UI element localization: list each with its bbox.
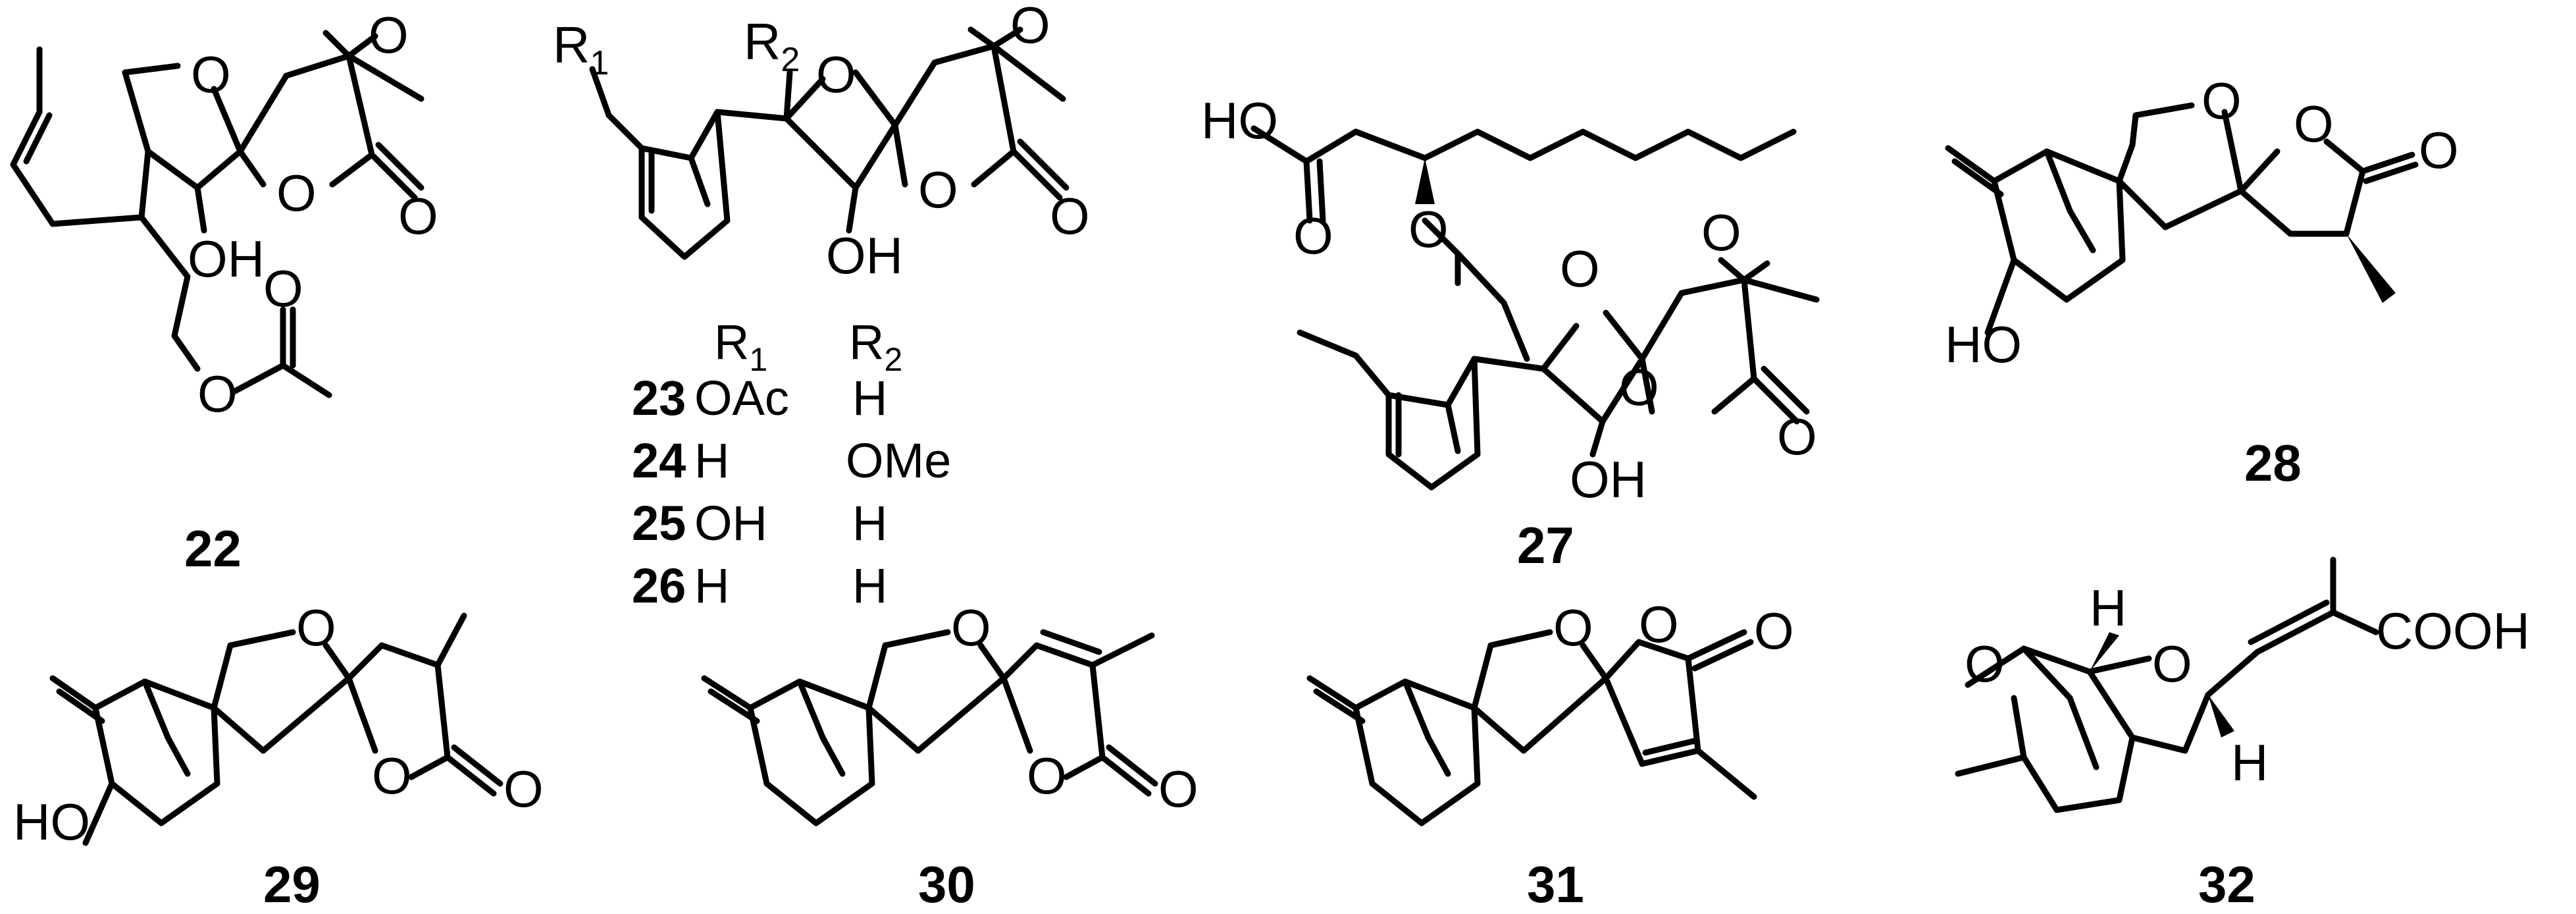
compound-27-atom-label: O bbox=[1701, 203, 1741, 261]
table-row-id: 23 bbox=[632, 371, 686, 425]
compound-31-label: 31 bbox=[1527, 855, 1584, 913]
compound-22-atom-label: O bbox=[369, 6, 409, 64]
compound-29-atom-label: O bbox=[296, 599, 336, 657]
compound-30-label: 30 bbox=[918, 855, 975, 913]
compound-22-atom-label: O bbox=[197, 365, 238, 423]
table-row-id: 25 bbox=[632, 496, 686, 551]
compound-32-atom-label: O bbox=[2152, 635, 2192, 693]
compound-27-atom-label: O bbox=[1777, 408, 1817, 466]
compound-32-label: 32 bbox=[2198, 855, 2255, 913]
compound-27-label: 27 bbox=[1517, 516, 1574, 574]
r-group-table: R1 R2 23 OAc H 24 H OMe 25 OH H 26 H H bbox=[632, 315, 951, 613]
table-row-r1: OAc bbox=[694, 371, 789, 425]
compound-30-atom-label: O bbox=[951, 599, 991, 657]
table-row-r2: H bbox=[852, 496, 887, 551]
compound-22-atom-label: O bbox=[276, 164, 317, 222]
compound-28-structure: O O O HO bbox=[1945, 72, 2459, 373]
compound-28-atom-label: O bbox=[2419, 121, 2459, 179]
compound-22-atom-label: O bbox=[191, 45, 231, 103]
compound-28-label: 28 bbox=[2244, 434, 2302, 492]
table-row-id: 24 bbox=[632, 433, 686, 488]
compound-27-atom-label: O bbox=[1293, 207, 1333, 265]
compound-29-atom-label: O bbox=[503, 760, 544, 818]
compound-27-atom-label: OH bbox=[1570, 450, 1647, 508]
compound-23-26-atom-label: OH bbox=[826, 227, 903, 284]
compound-22-label: 22 bbox=[184, 520, 242, 578]
compound-29-structure: O O O HO bbox=[13, 599, 544, 851]
compound-31-structure: O O O bbox=[1306, 595, 1794, 826]
compound-27-atom-label: O bbox=[1619, 358, 1659, 416]
table-row-r1: H bbox=[694, 433, 729, 488]
compound-23-26-atom-label: O bbox=[816, 45, 856, 103]
compound-23-26-atom-label: O bbox=[1050, 187, 1090, 245]
table-row-r1: OH bbox=[694, 496, 767, 551]
table-row-id: 26 bbox=[632, 558, 686, 613]
compound-32-atom-label: H bbox=[2231, 734, 2268, 792]
compound-23-26-atom-label: O bbox=[918, 161, 958, 219]
compound-32-structure: H O O COOH H bbox=[1955, 556, 2530, 813]
r2-label: R2 bbox=[744, 13, 800, 79]
table-header-r2: R2 bbox=[849, 315, 902, 378]
compound-22-atom-label: O bbox=[398, 187, 438, 245]
compound-29-atom-label: HO bbox=[13, 793, 90, 851]
r1-label: R1 bbox=[553, 16, 609, 82]
compound-27-structure: HO O O O O O O OH bbox=[1201, 92, 1820, 508]
table-header-r1: R1 bbox=[714, 315, 767, 378]
compound-29-label: 29 bbox=[263, 855, 321, 913]
table-row-r2: OMe bbox=[846, 433, 951, 488]
compound-30-atom-label: O bbox=[1158, 760, 1198, 818]
table-row-r2: H bbox=[852, 371, 887, 425]
compound-22-atom-label: OH bbox=[188, 230, 265, 288]
compound-22-structure: O O O O OH O O bbox=[10, 6, 438, 423]
compound-22-atom-label: O bbox=[263, 259, 303, 317]
compound-23-26-structure: R1 R2 O O O O OH bbox=[553, 0, 1090, 284]
table-row-r2: H bbox=[852, 558, 887, 613]
compound-32-atom-label: COOH bbox=[2376, 602, 2530, 660]
compound-29-atom-label: O bbox=[372, 747, 412, 805]
compound-30-atom-label: O bbox=[1027, 747, 1067, 805]
compound-27-atom-label: O bbox=[1560, 240, 1600, 298]
compound-30-structure: O O O bbox=[701, 599, 1198, 826]
table-row-r1: H bbox=[694, 558, 729, 613]
compound-28-atom-label: HO bbox=[1945, 315, 2022, 373]
compound-32-atom-label: H bbox=[2090, 579, 2126, 637]
compound-31-atom-label: O bbox=[1754, 602, 1794, 660]
compound-31-atom-label: O bbox=[1639, 595, 1679, 653]
compound-31-atom-label: O bbox=[1553, 599, 1593, 657]
compound-28-atom-label: O bbox=[2294, 95, 2334, 153]
compound-32-atom-label: O bbox=[1965, 635, 2005, 693]
compound-23-26-atom-label: O bbox=[1010, 0, 1050, 54]
compound-28-atom-label: O bbox=[2202, 72, 2242, 130]
compound-27-atom-label: O bbox=[1408, 200, 1449, 258]
compound-27-atom-label: HO bbox=[1201, 92, 1278, 149]
